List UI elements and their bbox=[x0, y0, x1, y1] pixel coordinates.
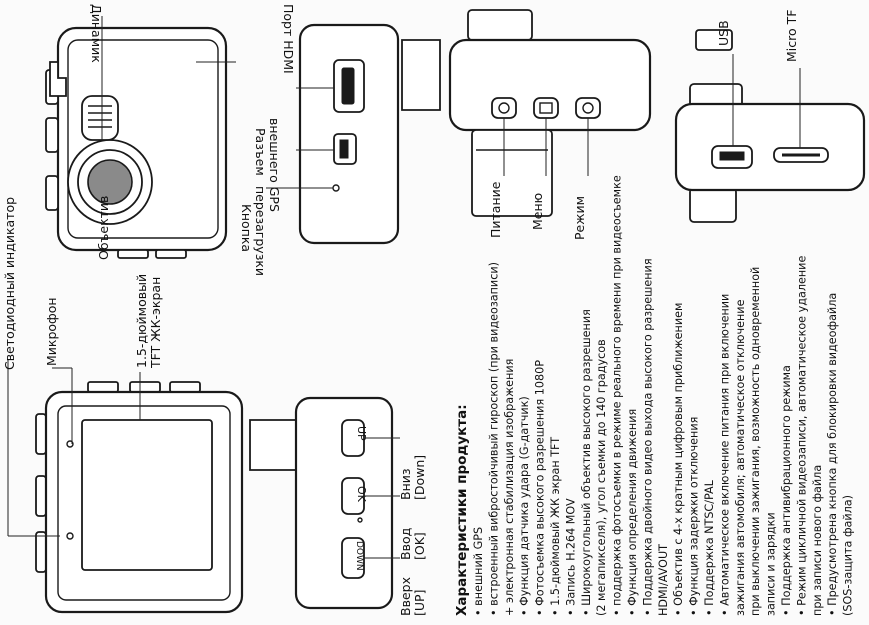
feature-line: • Поддержка NTSC/PAL bbox=[703, 479, 716, 616]
label-up-1: Вверх bbox=[398, 577, 413, 616]
feature-line: записи и зарядки bbox=[765, 512, 778, 616]
label-down-2: [Down] bbox=[412, 455, 427, 500]
power-button-icon bbox=[491, 97, 517, 119]
lens-icon bbox=[67, 139, 153, 225]
feature-line: • Автоматическое включение питания при в… bbox=[718, 294, 731, 616]
feature-line: + электронная стабилизация изображения bbox=[503, 359, 516, 616]
features-title: Характеристики продукта: bbox=[454, 404, 470, 616]
feature-line: при выключении зажигания, возможность од… bbox=[749, 267, 762, 616]
label-power: Питание bbox=[488, 181, 503, 238]
label-reset-1: Кнопка bbox=[239, 204, 254, 252]
feature-line: • Широкоугольный объектив высокого разре… bbox=[580, 309, 593, 616]
gps-port-icon bbox=[333, 133, 357, 165]
label-ok-2: [OK] bbox=[412, 532, 427, 560]
label-gps-port-2: внешнего GPS bbox=[267, 118, 282, 212]
feature-line: • поддержка фотосъемки в режиме реальног… bbox=[611, 175, 624, 616]
feature-line: (SOS-защита файла) bbox=[842, 495, 855, 616]
camera-side-buttons-view: Питание Меню Режим bbox=[448, 9, 733, 240]
down-button-label: DOWN bbox=[354, 541, 364, 571]
feature-line: • 1.5-дюймовый ЖК экран TFT bbox=[549, 437, 562, 616]
ok-button-label: OK bbox=[355, 486, 368, 503]
feature-line: при записи нового файла bbox=[811, 465, 824, 616]
label-menu: Меню bbox=[530, 193, 545, 230]
speaker-grille-icon bbox=[81, 95, 119, 141]
down-button[interactable]: DOWN bbox=[341, 537, 365, 579]
usb-port-icon bbox=[711, 145, 753, 169]
mic-hole-icon bbox=[66, 440, 74, 448]
feature-line: HDMI/AVOUT bbox=[657, 544, 670, 616]
label-reset-2: перезагрузки bbox=[253, 186, 268, 276]
feature-line: зажигания автомобиля; автоматическое отк… bbox=[734, 299, 747, 616]
up-button-label: UP bbox=[355, 426, 368, 441]
feature-line: • Поддержка антивибрационного режима bbox=[780, 365, 793, 616]
led-indicator-icon bbox=[66, 532, 74, 540]
label-screen-1: 1.5-дюймовый bbox=[134, 274, 149, 368]
feature-line: • Запись H.264 MOV bbox=[564, 498, 577, 616]
feature-line: • Фотосъемка высокого разрешения 1080P bbox=[534, 360, 547, 616]
label-gps-port-1: Разъем bbox=[253, 128, 268, 176]
label-mic: Микрофон bbox=[44, 297, 59, 366]
label-microtf: Micro TF bbox=[784, 10, 799, 62]
label-up-2: [UP] bbox=[412, 590, 427, 616]
label-usb: USB bbox=[716, 20, 731, 46]
camera-bottom-buttons-view: UP OK DOWN Вверх [UP] Ввод [OK] Вниз [Do… bbox=[249, 396, 427, 616]
feature-line: • встроенный вибростойчивый гироскоп (пр… bbox=[487, 262, 500, 616]
label-mode: Режим bbox=[572, 196, 587, 240]
camera-side-usb-view: USB Micro TF bbox=[674, 10, 866, 223]
label-lens: Объектив bbox=[96, 196, 111, 260]
feature-line: (2 мегапикселя), угол съемки до 140 град… bbox=[595, 339, 608, 616]
label-screen-2: TFT ЖК-экран bbox=[148, 277, 163, 369]
feature-line: • Объектив с 4-х кратным цифровым прибли… bbox=[672, 303, 685, 616]
feature-line: • Режим цикличной видеозаписи, автоматич… bbox=[795, 256, 808, 616]
feature-line: • Предусмотрена кнопка для блокировки ви… bbox=[826, 293, 839, 616]
microtf-slot-icon bbox=[773, 147, 829, 163]
mode-button-icon bbox=[575, 97, 601, 119]
label-ok-1: Ввод bbox=[398, 528, 413, 560]
label-hdmi: Порт HDMI bbox=[281, 4, 296, 74]
feature-line: • Функция определения движения bbox=[626, 409, 639, 616]
feature-line: • Функция датчика удара (G-датчик) bbox=[518, 396, 531, 616]
features-list: Характеристики продукта:• внешний GPS• в… bbox=[454, 175, 855, 616]
feature-line: • Поддержка двойного видео выхода высоко… bbox=[641, 258, 654, 616]
camera-side-ports-view: Порт HDMI Разъем внешнего GPS Кнопка пер… bbox=[239, 4, 441, 276]
camera-front-lens-view: Динамик Объектив bbox=[45, 4, 236, 260]
label-down-1: Вниз bbox=[398, 468, 413, 500]
feature-line: • внешний GPS bbox=[472, 527, 485, 616]
hdmi-port-icon bbox=[333, 59, 365, 113]
feature-line: • Функция задержки отключения bbox=[688, 417, 701, 616]
label-led: Светодиодный индикатор bbox=[2, 197, 17, 370]
label-speaker: Динамик bbox=[89, 4, 104, 63]
menu-button-icon bbox=[533, 97, 559, 119]
lcd-screen bbox=[81, 419, 213, 571]
camera-back-screen-view: Светодиодный индикатор Микрофон 1.5-дюйм… bbox=[2, 197, 244, 614]
